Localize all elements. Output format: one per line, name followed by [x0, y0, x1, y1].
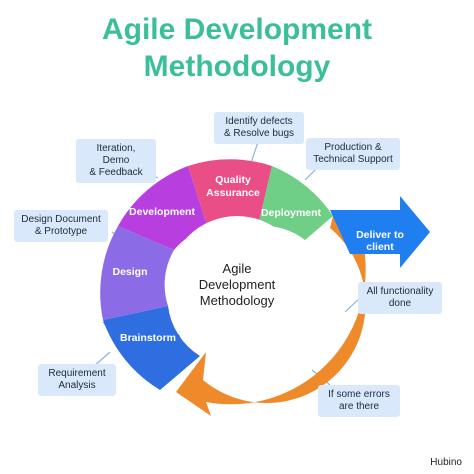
callout-iteration-line1: Iteration, Demo — [96, 143, 136, 166]
callout-design-doc-line1: Design Document — [21, 214, 101, 225]
callout-iteration-demo: Iteration, Demo & Feedback — [76, 139, 156, 183]
callout-functionality-line1: All functionality — [366, 286, 434, 297]
callout-requirement-analysis: Requirement Analysis — [38, 364, 116, 396]
deployment-segment — [258, 166, 333, 240]
callout-iteration-line2: & Feedback — [89, 167, 143, 178]
callout-identify-defects: Identify defects & Resolve bugs — [214, 112, 304, 144]
brainstorm-label: Brainstorm — [120, 332, 176, 344]
quality-label-line2: Assurance — [206, 187, 260, 199]
callout-requirement-line2: Analysis — [58, 380, 96, 391]
deployment-label: Deployment — [261, 207, 322, 219]
diagram-title-line2: Methodology — [143, 50, 331, 83]
deliver-label-line1: Deliver to — [356, 229, 404, 241]
callout-errors-line2: are there — [338, 401, 380, 412]
callout-functionality-line2: done — [388, 298, 412, 309]
center-label-line3: Methodology — [200, 293, 275, 308]
center-label-line1: Agile — [223, 261, 252, 276]
design-segment — [100, 226, 174, 320]
quality-segment — [188, 159, 272, 228]
callout-some-errors: If some errors are there — [318, 385, 400, 417]
diagram-title-line1: Agile Development — [101, 13, 373, 46]
design-label: Design — [112, 266, 147, 278]
next-iteration-label-line1: Next — [304, 301, 327, 313]
callout-errors-line1: If some errors — [328, 389, 390, 400]
quality-label-line1: Quality — [215, 174, 251, 186]
callout-production-support: Production & Technical Support — [306, 138, 400, 170]
callout-production-line1: Production & — [324, 142, 382, 153]
callout-requirement-line1: Requirement — [48, 368, 106, 379]
brainstorm-segment-main — [103, 306, 200, 390]
callout-design-document: Design Document & Prototype — [14, 210, 108, 242]
deliver-to-client-arrow — [330, 196, 430, 268]
brand-logo: Hubino — [430, 457, 462, 468]
callout-identify-line1: Identify defects — [225, 116, 293, 127]
callout-identify-line2: & Resolve bugs — [223, 128, 295, 139]
center-circle — [168, 216, 306, 354]
callout-design-doc-line2: & Prototype — [34, 226, 88, 237]
development-label: Development — [129, 206, 195, 218]
next-iteration-label-line2: Iteration — [295, 315, 335, 327]
deliver-label-line2: client — [366, 241, 394, 253]
callout-all-functionality: All functionality done — [358, 282, 442, 314]
center-label-line2: Development — [199, 277, 276, 292]
development-segment — [118, 166, 208, 250]
callout-production-line2: Technical Support — [313, 154, 393, 165]
